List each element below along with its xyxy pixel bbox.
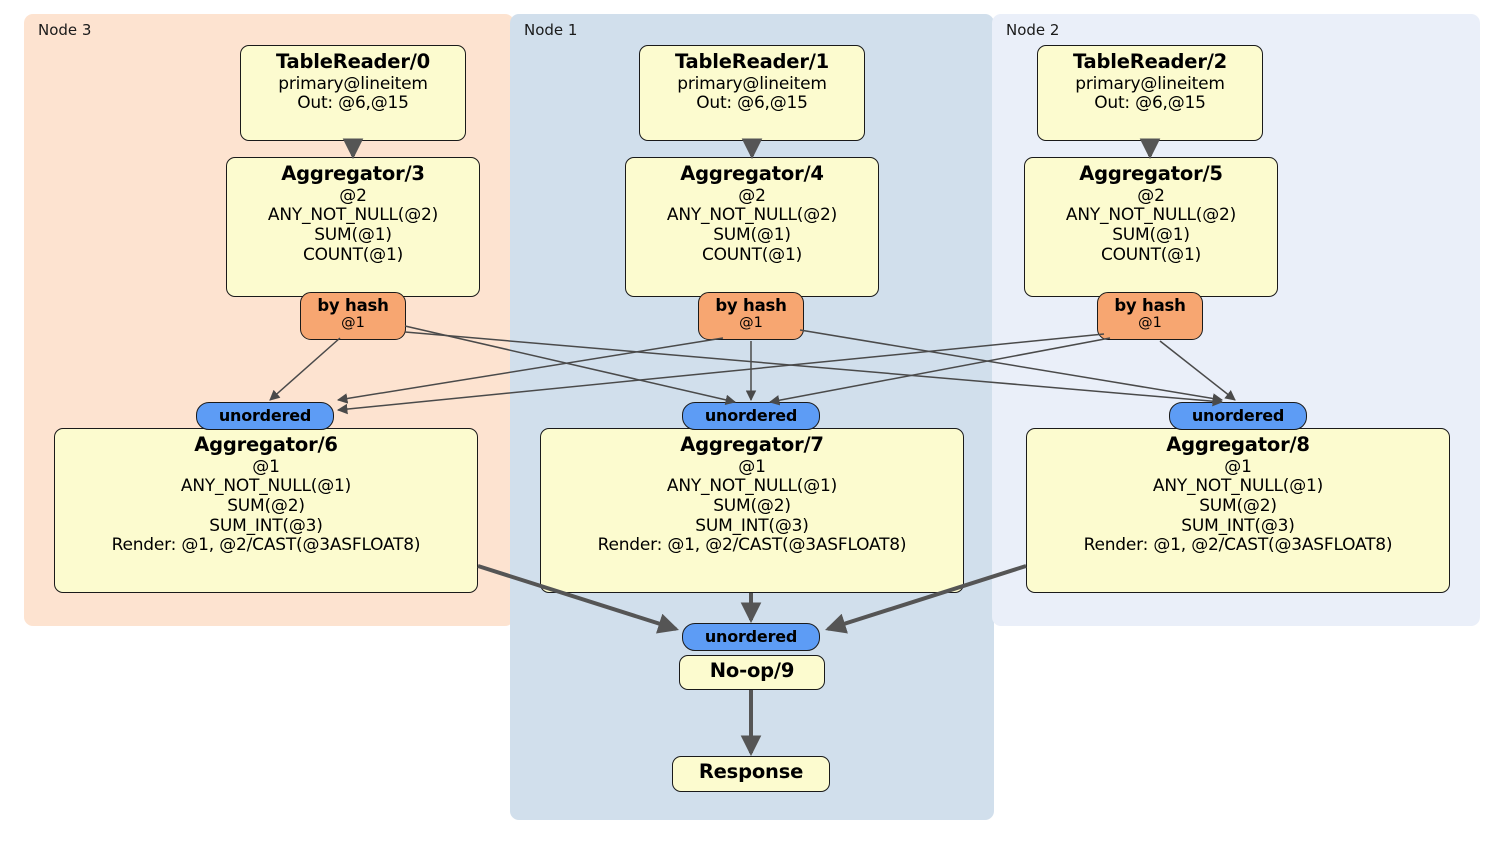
processor-title: Aggregator/8 [1166, 433, 1310, 456]
region-node-3-label: Node 3 [38, 21, 92, 39]
processor-line: SUM(@2) [227, 496, 305, 517]
synchronizer-label: unordered [704, 406, 798, 425]
processor-line: primary@lineitem [278, 73, 428, 94]
synchronizer-label: unordered [704, 627, 798, 646]
processor-line: SUM_INT(@3) [695, 515, 809, 536]
processor-title: Aggregator/5 [1079, 162, 1223, 185]
processor-title: TableReader/0 [275, 50, 431, 73]
processor-line: ANY_NOT_NULL(@2) [267, 205, 439, 226]
processor-line: @1 [252, 456, 280, 477]
router-label: by hash [317, 296, 389, 315]
processor-line: ANY_NOT_NULL(@2) [666, 205, 838, 226]
processor-title: TableReader/1 [674, 50, 830, 73]
processor-line: Out: @6,@15 [297, 93, 409, 114]
processor-title: Response [698, 760, 804, 783]
processor-line: SUM(@1) [713, 225, 791, 246]
synchronizer-unordered-final[interactable]: unordered [682, 623, 820, 651]
processor-line: @2 [738, 185, 766, 206]
processor-aggregator-4[interactable]: Aggregator/4 @2 ANY_NOT_NULL(@2) SUM(@1)… [625, 157, 879, 297]
router-detail: @1 [1138, 315, 1162, 332]
processor-line: Out: @6,@15 [696, 93, 808, 114]
processor-line: SUM(@1) [1112, 225, 1190, 246]
processor-line: SUM_INT(@3) [1181, 515, 1295, 536]
processor-title: Aggregator/3 [281, 162, 425, 185]
processor-line: Render: @1, @2/CAST(@3ASFLOAT8) [111, 535, 421, 556]
region-node-2-label: Node 2 [1006, 21, 1060, 39]
processor-tablereader-1[interactable]: TableReader/1 primary@lineitem Out: @6,@… [639, 45, 865, 141]
processor-title: No-op/9 [709, 659, 795, 682]
processor-line: SUM_INT(@3) [209, 515, 323, 536]
synchronizer-unordered-node-2[interactable]: unordered [1169, 402, 1307, 430]
processor-line: COUNT(@1) [302, 244, 404, 265]
processor-line: ANY_NOT_NULL(@2) [1065, 205, 1237, 226]
processor-aggregator-8[interactable]: Aggregator/8 @1 ANY_NOT_NULL(@1) SUM(@2)… [1026, 428, 1450, 593]
processor-line: @2 [1137, 185, 1165, 206]
processor-line: SUM(@2) [1199, 496, 1277, 517]
processor-line: ANY_NOT_NULL(@1) [666, 476, 838, 497]
processor-title: Aggregator/4 [680, 162, 824, 185]
processor-title: Aggregator/7 [680, 433, 824, 456]
router-detail: @1 [739, 315, 763, 332]
processor-noop-9[interactable]: No-op/9 [679, 655, 825, 690]
processor-line: @1 [738, 456, 766, 477]
processor-aggregator-5[interactable]: Aggregator/5 @2 ANY_NOT_NULL(@2) SUM(@1)… [1024, 157, 1278, 297]
processor-aggregator-6[interactable]: Aggregator/6 @1 ANY_NOT_NULL(@1) SUM(@2)… [54, 428, 478, 593]
processor-line: @1 [1224, 456, 1252, 477]
router-detail: @1 [341, 315, 365, 332]
synchronizer-unordered-node-1[interactable]: unordered [682, 402, 820, 430]
processor-line: Render: @1, @2/CAST(@3ASFLOAT8) [597, 535, 907, 556]
processor-aggregator-7[interactable]: Aggregator/7 @1 ANY_NOT_NULL(@1) SUM(@2)… [540, 428, 964, 593]
region-node-1-label: Node 1 [524, 21, 578, 39]
processor-title: TableReader/2 [1072, 50, 1228, 73]
processor-line: Out: @6,@15 [1094, 93, 1206, 114]
router-by-hash-node-2[interactable]: by hash @1 [1097, 292, 1203, 340]
router-by-hash-node-1[interactable]: by hash @1 [698, 292, 804, 340]
router-label: by hash [715, 296, 787, 315]
processor-tablereader-0[interactable]: TableReader/0 primary@lineitem Out: @6,@… [240, 45, 466, 141]
processor-aggregator-3[interactable]: Aggregator/3 @2 ANY_NOT_NULL(@2) SUM(@1)… [226, 157, 480, 297]
processor-line: @2 [339, 185, 367, 206]
synchronizer-label: unordered [1191, 406, 1285, 425]
synchronizer-label: unordered [218, 406, 312, 425]
router-by-hash-node-3[interactable]: by hash @1 [300, 292, 406, 340]
processor-line: primary@lineitem [1075, 73, 1225, 94]
processor-line: SUM(@1) [314, 225, 392, 246]
processor-line: ANY_NOT_NULL(@1) [180, 476, 352, 497]
processor-response[interactable]: Response [672, 756, 830, 792]
processor-line: Render: @1, @2/CAST(@3ASFLOAT8) [1083, 535, 1393, 556]
processor-line: COUNT(@1) [1100, 244, 1202, 265]
processor-title: Aggregator/6 [194, 433, 338, 456]
processor-line: COUNT(@1) [701, 244, 803, 265]
synchronizer-unordered-node-3[interactable]: unordered [196, 402, 334, 430]
processor-tablereader-2[interactable]: TableReader/2 primary@lineitem Out: @6,@… [1037, 45, 1263, 141]
processor-line: primary@lineitem [677, 73, 827, 94]
processor-line: SUM(@2) [713, 496, 791, 517]
router-label: by hash [1114, 296, 1186, 315]
processor-line: ANY_NOT_NULL(@1) [1152, 476, 1324, 497]
